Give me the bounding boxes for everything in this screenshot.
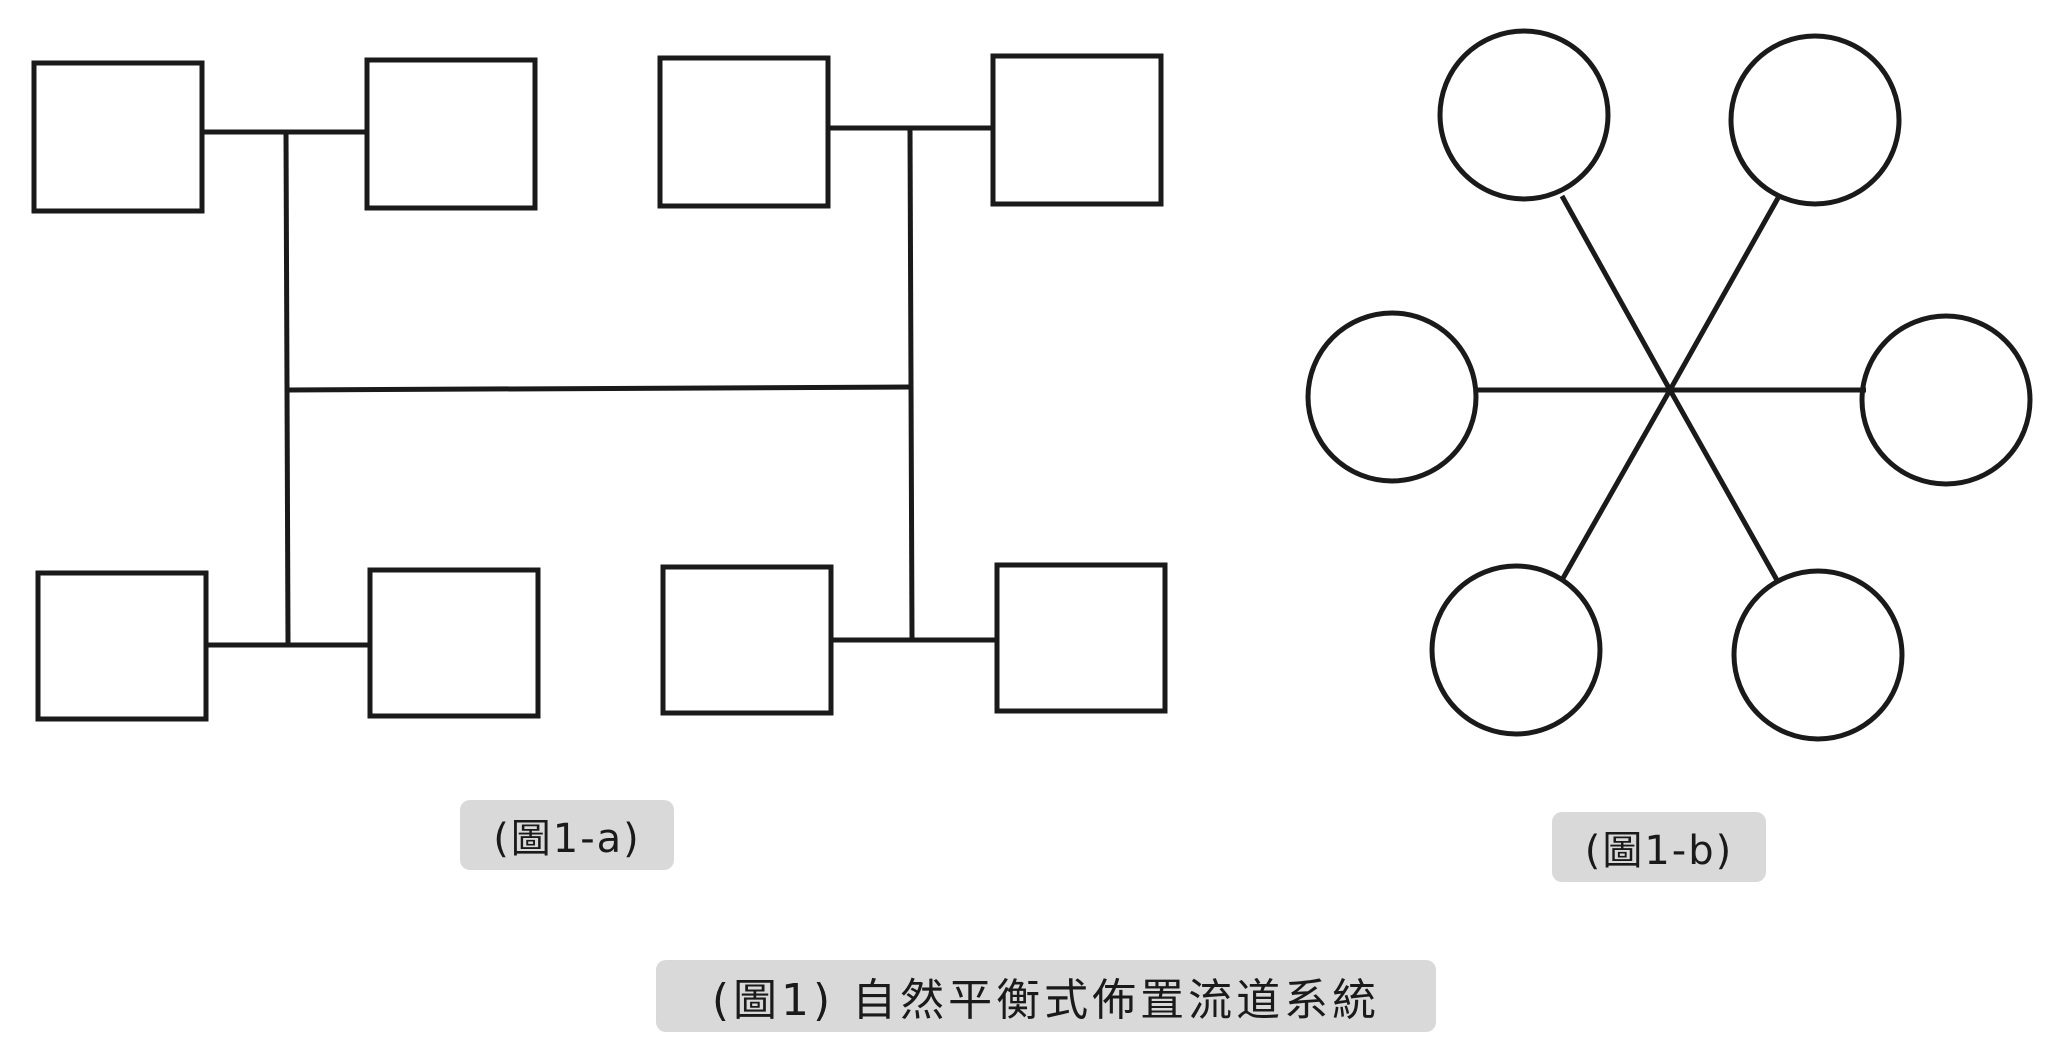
figure-main-caption: (圖1) 自然平衡式佈置流道系統 — [656, 960, 1436, 1032]
runner-spoke — [1667, 388, 1781, 584]
cavity-square — [990, 53, 1164, 207]
h-type-runner-layout — [31, 53, 1168, 722]
figure-a-caption: (圖1-a) — [460, 800, 674, 870]
cavity-circle — [1859, 313, 2033, 487]
cavity-circle — [1731, 568, 1905, 742]
cavity-square — [35, 570, 209, 722]
figure-b-caption: (圖1-b) — [1552, 812, 1766, 882]
runner-left-vertical — [283, 131, 291, 644]
cavity-square — [364, 57, 538, 211]
cavity-square — [367, 567, 541, 719]
cavity-circle — [1305, 310, 1479, 484]
cavity-square — [31, 60, 205, 214]
sprue-center — [1667, 387, 1673, 393]
runner-spoke — [1559, 194, 1673, 392]
cavity-square — [657, 55, 831, 209]
cavity-circle — [1429, 563, 1603, 737]
runner-spoke — [1667, 196, 1781, 392]
cavity-circle — [1437, 28, 1611, 202]
runner-spoke — [1559, 388, 1673, 582]
cavity-square — [660, 564, 834, 716]
runner-main-horizontal — [287, 384, 911, 393]
cavity-circle — [1728, 33, 1902, 207]
cavity-square — [994, 562, 1168, 714]
radial-runner-layout — [1305, 28, 2033, 742]
runner-right-vertical — [907, 127, 915, 639]
